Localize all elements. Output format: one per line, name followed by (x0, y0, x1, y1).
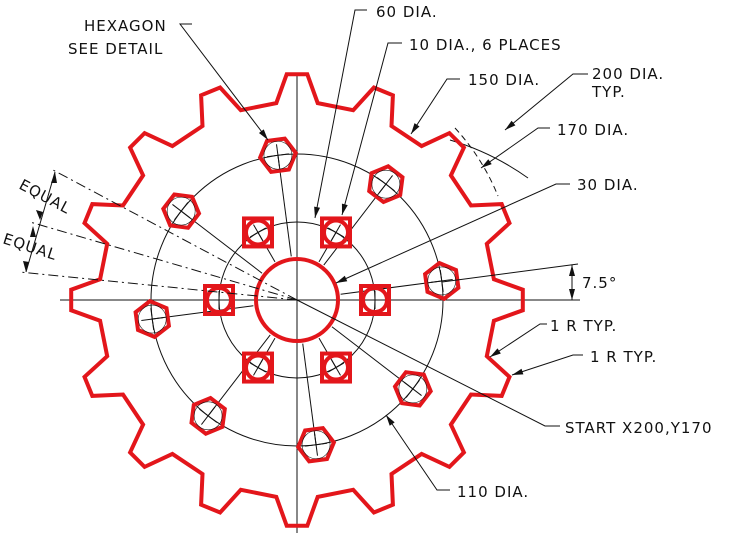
square-hole (242, 216, 274, 249)
arrowhead (341, 203, 348, 215)
dia30-label: 30 DIA. (577, 176, 639, 194)
arrowhead (481, 159, 492, 168)
hexagon-hole (189, 395, 227, 436)
dia110-label: 110 DIA. (457, 483, 529, 501)
radius-label-1: 1 R TYP. (550, 317, 617, 335)
dia60-label: 60 DIA. (376, 3, 438, 21)
arrowhead (258, 129, 268, 140)
arrowhead (490, 348, 501, 357)
arrowhead (512, 368, 524, 375)
angle-label: 7.5° (582, 274, 617, 292)
arrowhead (386, 415, 395, 426)
square-hole (320, 216, 352, 249)
dia10-label: 10 DIA., 6 PLACES (409, 36, 562, 54)
leader-arrowheads (258, 120, 524, 426)
tip-170-dia-arc (454, 127, 499, 197)
typ-label: TYP. (591, 83, 626, 101)
equal-label-1: EQUAL (16, 176, 74, 218)
hexagon-hole (392, 370, 433, 408)
square-hole (359, 284, 391, 316)
see-detail-label: SEE DETAIL (68, 40, 163, 58)
gear-outline (69, 72, 525, 528)
hexagon-hole (161, 192, 202, 230)
square-hole (203, 284, 235, 316)
hexagon-hole (367, 164, 405, 205)
hexagon-hole (422, 260, 461, 302)
center-bore-circle (254, 257, 340, 343)
arrowhead (505, 120, 516, 130)
arrowhead (314, 206, 321, 218)
hexagon-hole (295, 425, 337, 464)
hexagon-hole (133, 298, 172, 340)
square-hole (242, 351, 274, 384)
square-hole (320, 351, 352, 384)
radius-label-2: 1 R TYP. (590, 348, 657, 366)
arrowhead (411, 123, 420, 134)
holes (133, 136, 461, 464)
equal-dimensions (19, 169, 298, 301)
hexagon-hole (257, 136, 299, 175)
leaders (178, 9, 588, 491)
dia170-label: 170 DIA. (557, 121, 629, 139)
dia200-label: 200 DIA. (592, 65, 664, 83)
hexagon-label: HEXAGON (84, 17, 167, 35)
start-label: START X200,Y170 (565, 419, 713, 437)
arrowhead (336, 275, 348, 283)
dia150-label: 150 DIA. (468, 71, 540, 89)
